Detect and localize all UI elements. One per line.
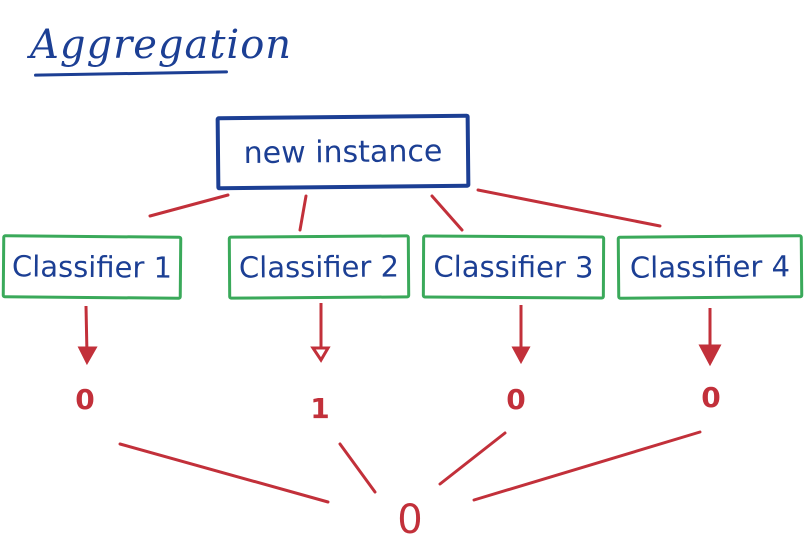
arrow-classifier-2 bbox=[310, 303, 331, 363]
classifier-4-label: Classifier 4 bbox=[629, 249, 791, 285]
aggregation-line-1 bbox=[118, 442, 330, 504]
classifier-3-label: Classifier 3 bbox=[433, 249, 594, 285]
new-instance-label: new instance bbox=[243, 133, 443, 171]
arrow-classifier-4 bbox=[698, 308, 722, 367]
aggregation-line-3 bbox=[438, 431, 507, 486]
classifier-3-output: 0 bbox=[506, 383, 526, 416]
classifier-4-box: Classifier 4 bbox=[616, 234, 804, 300]
new-instance-box: new instance bbox=[215, 113, 471, 191]
diagram-title: Aggregation bbox=[30, 22, 293, 68]
classifier-1-box: Classifier 1 bbox=[1, 234, 183, 300]
final-output: 0 bbox=[397, 497, 423, 543]
connector-root-classifier-1 bbox=[148, 193, 230, 218]
classifier-1-output: 0 bbox=[75, 383, 95, 416]
classifier-3-box: Classifier 3 bbox=[421, 234, 606, 300]
classifier-2-box: Classifier 2 bbox=[227, 234, 411, 300]
classifier-4-output: 0 bbox=[701, 381, 721, 414]
connector-root-classifier-2 bbox=[298, 194, 308, 232]
aggregation-line-4 bbox=[472, 430, 702, 502]
connector-root-classifier-3 bbox=[430, 194, 464, 232]
aggregation-line-2 bbox=[338, 442, 377, 494]
classifier-1-label: Classifier 1 bbox=[11, 249, 173, 285]
connector-root-classifier-4 bbox=[476, 188, 662, 228]
arrow-classifier-1 bbox=[77, 305, 98, 366]
classifier-2-output: 1 bbox=[310, 392, 330, 425]
arrow-classifier-3 bbox=[511, 305, 531, 365]
classifier-2-label: Classifier 2 bbox=[238, 249, 400, 285]
